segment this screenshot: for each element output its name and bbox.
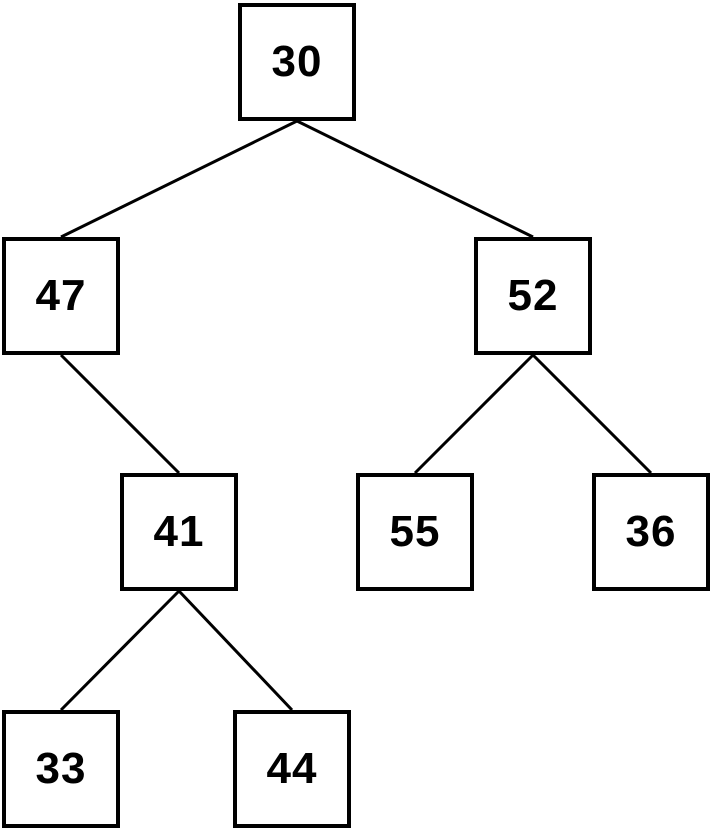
tree-node-52: 52 xyxy=(474,237,592,355)
tree-node-41: 41 xyxy=(120,473,238,591)
tree-node-33: 33 xyxy=(2,710,120,828)
tree-node-55: 55 xyxy=(356,473,474,591)
tree-edge-52-55 xyxy=(413,353,535,475)
tree-edge-47-41 xyxy=(59,353,181,475)
tree-edge-52-36 xyxy=(531,353,653,475)
tree-edge-30-52 xyxy=(296,119,534,239)
tree-edge-41-44 xyxy=(177,589,294,712)
tree-edge-30-47 xyxy=(60,119,298,239)
tree-node-44: 44 xyxy=(233,710,351,828)
tree-node-30: 30 xyxy=(238,3,356,121)
tree-node-47: 47 xyxy=(2,237,120,355)
tree-edge-41-33 xyxy=(59,589,181,712)
tree-node-36: 36 xyxy=(592,473,710,591)
